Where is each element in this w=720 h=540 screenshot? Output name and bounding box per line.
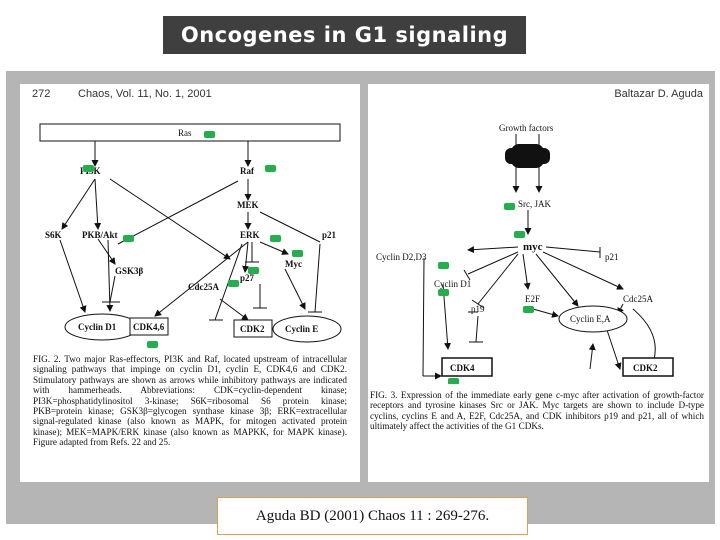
figure-3-diagram: Growth factors Src, JAK myc Cyclin D2,D3… <box>376 123 674 384</box>
figure-3-caption: FIG. 3. Expression of the immediate earl… <box>370 390 704 432</box>
highlight-markers <box>83 131 303 348</box>
node-cdk2: CDK2 <box>633 363 658 373</box>
marker <box>123 235 134 242</box>
figure-2-diagram: Ras <box>39 123 342 348</box>
node-e2f: E2F <box>525 294 540 304</box>
marker <box>204 131 215 138</box>
highlight-markers <box>438 203 534 384</box>
node-pkb: PKB/Akt <box>82 230 118 240</box>
figure-3-panel: Baltazar D. Aguda <box>368 84 709 482</box>
marker <box>265 165 276 172</box>
node-cyclin-d1: Cyclin D1 <box>78 322 117 332</box>
node-cdk46: CDK4,6 <box>133 322 165 332</box>
marker <box>523 306 534 313</box>
marker <box>248 267 259 274</box>
figure-2-panel: 272 Chaos, Vol. 11, No. 1, 2001 Ras <box>20 84 360 482</box>
node-myc: Myc <box>285 259 302 269</box>
marker <box>514 231 525 238</box>
node-p27: p27 <box>240 273 255 283</box>
node-p21: p21 <box>605 252 619 262</box>
marker <box>438 289 449 296</box>
figure-2-caption: FIG. 2. Two major Ras-effectors, PI3K an… <box>33 354 347 448</box>
node-p19: p19 <box>471 304 485 314</box>
node-cyclin-d1: Cyclin D1 <box>434 279 471 289</box>
slide-title: Oncogenes in G1 signaling <box>163 16 526 54</box>
node-p21: p21 <box>322 230 337 240</box>
marker <box>292 250 303 257</box>
node-growth-factors: Growth factors <box>499 123 554 133</box>
node-gsk3: GSK3β <box>115 266 144 276</box>
citation: Aguda BD (2001) Chaos 11 : 269-276. <box>217 497 528 535</box>
node-myc: myc <box>523 241 543 253</box>
node-erk: ERK <box>240 230 260 240</box>
node-cdc25a: Cdc25A <box>188 282 219 292</box>
marker <box>270 235 281 242</box>
author-header: Baltazar D. Aguda <box>614 88 703 100</box>
marker <box>147 341 158 348</box>
node-ras: Ras <box>178 128 192 138</box>
node-cdc25a: Cdc25A <box>623 294 653 304</box>
journal-header: Chaos, Vol. 11, No. 1, 2001 <box>78 88 212 100</box>
marker <box>228 280 239 287</box>
node-cdk2: CDK2 <box>240 324 265 334</box>
node-cyclin-ea: Cyclin E,A <box>570 314 611 324</box>
marker <box>448 378 459 384</box>
node-raf: Raf <box>240 166 255 176</box>
node-src-jak: Src, JAK <box>518 199 551 209</box>
marker <box>504 203 515 210</box>
page-number: 272 <box>32 88 51 100</box>
node-cdk4: CDK4 <box>450 363 475 373</box>
node-cyclin-d23: Cyclin D2,D3 <box>376 252 427 262</box>
node-mek: MEK <box>237 200 259 210</box>
marker <box>83 165 94 172</box>
node-cyclin-e: Cyclin E <box>285 324 318 334</box>
node-s6k: S6K <box>45 230 62 240</box>
marker <box>438 262 449 269</box>
